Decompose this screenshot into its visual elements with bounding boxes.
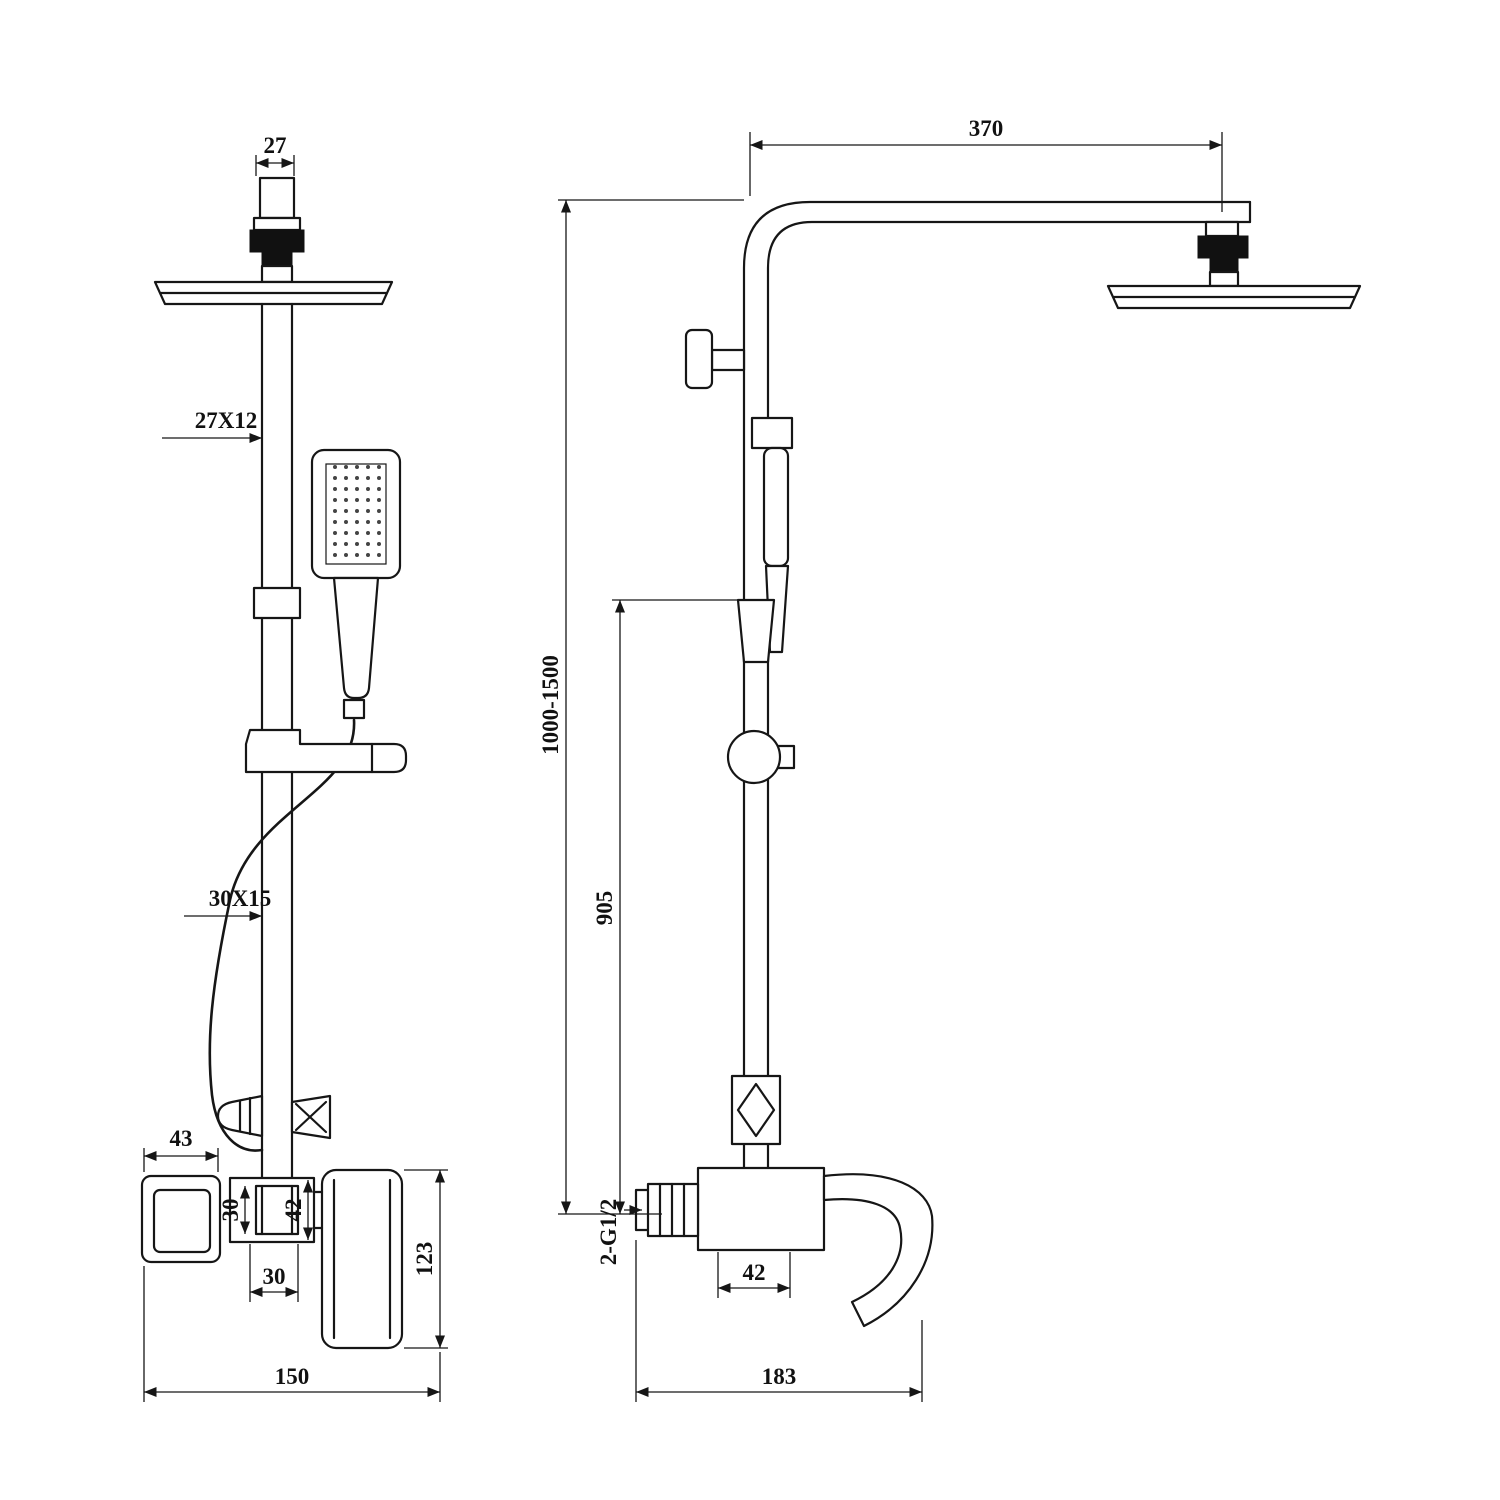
- side-wall-knob: [684, 328, 746, 390]
- dim-label-905: 905: [592, 891, 617, 926]
- side-shower-head: [1106, 220, 1362, 310]
- hand-shower-hose-nut: [342, 698, 366, 720]
- dim-label-30x15: 30X15: [209, 886, 272, 911]
- front-dim-body-width: 30: [249, 1244, 299, 1302]
- dim-label-150: 150: [275, 1364, 310, 1389]
- dim-label-370: 370: [969, 116, 1004, 141]
- dim-label-183: 183: [762, 1364, 797, 1389]
- front-diverter: [216, 1094, 332, 1140]
- side-spout: [822, 1173, 934, 1328]
- front-mixer-handle: [140, 1174, 222, 1264]
- side-mixer: [634, 1166, 934, 1328]
- side-dim-arm: 370: [749, 116, 1223, 212]
- front-spout-block: [312, 1168, 404, 1350]
- dim-label-2g12: 2-G1/2: [596, 1199, 621, 1265]
- hand-shower-handle: [332, 576, 380, 700]
- dim-label-42v: 42: [281, 1199, 306, 1222]
- front-top-fitting: [249, 176, 305, 284]
- front-dim-pipe-lower: 30X15: [184, 886, 272, 921]
- front-dim-pipe-upper: 27X12: [162, 408, 262, 443]
- dim-label-1000-1500: 1000-1500: [538, 655, 563, 755]
- side-dim-mixer-depth: 183: [635, 1240, 923, 1402]
- front-dim-spout-height: 42: [281, 1180, 313, 1240]
- front-riser-collar: [252, 586, 302, 620]
- dim-label-30h: 30: [263, 1264, 286, 1289]
- side-view: 370: [538, 116, 1362, 1402]
- front-dim-head-fitting: 27: [255, 133, 295, 176]
- dim-label-27x12: 27X12: [195, 408, 258, 433]
- front-slider-bracket: [244, 728, 408, 774]
- dim-label-42side: 42: [743, 1260, 766, 1285]
- dim-label-27: 27: [264, 133, 287, 158]
- side-diverter: [730, 1074, 782, 1146]
- dim-label-30v: 30: [218, 1199, 243, 1222]
- dim-label-43: 43: [170, 1126, 193, 1151]
- side-dim-lower-height: 905: [592, 599, 740, 1214]
- front-dim-handle: 43: [143, 1126, 219, 1172]
- side-bracket-ring: [726, 729, 796, 785]
- front-view: 27 27X12: [140, 133, 448, 1402]
- front-shower-head: [153, 280, 394, 306]
- front-shower-hose: [208, 718, 356, 1152]
- side-riser-and-arm: [742, 200, 1252, 1180]
- dim-label-123: 123: [412, 1242, 437, 1277]
- front-dim-body-height: 30: [218, 1186, 250, 1234]
- side-dim-total-height: 1000-1500: [538, 199, 744, 1215]
- front-hand-shower: [310, 448, 402, 720]
- front-dim-mixer-height: 123: [404, 1169, 448, 1349]
- side-dim-body-width: 42: [717, 1252, 791, 1298]
- side-riser-collar: [736, 598, 776, 664]
- front-dim-mixer-width: 150: [143, 1266, 441, 1402]
